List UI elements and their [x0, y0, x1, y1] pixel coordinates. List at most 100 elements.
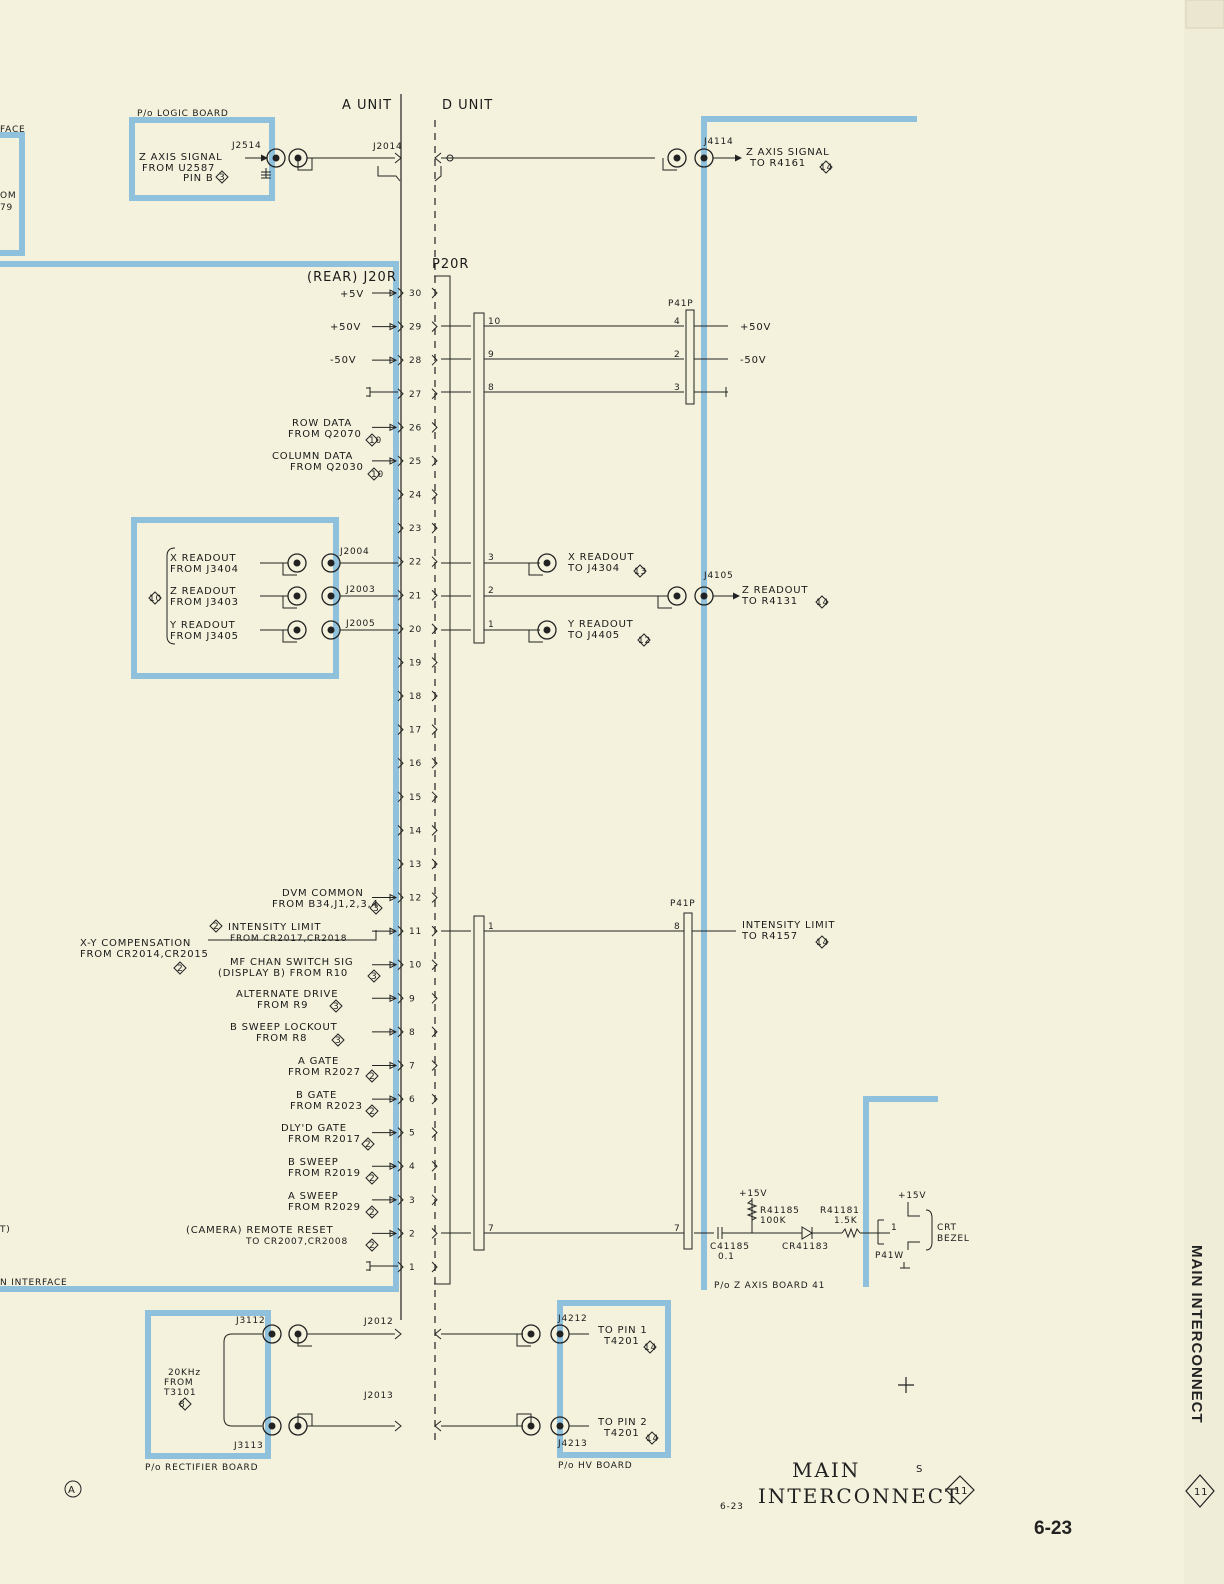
title-main: MAIN	[792, 1458, 860, 1482]
p12-line2: FROM B34,J1,2,3,4	[272, 899, 379, 910]
p5-line2: FROM R2017	[288, 1134, 361, 1145]
p20r-pin-chevron	[431, 287, 438, 299]
left-fragment-3: 79	[0, 203, 13, 213]
p20r-pin-chevron	[431, 1228, 438, 1239]
j20r-pin-chevron	[397, 858, 404, 870]
ref-diamond-icon	[329, 999, 343, 1013]
diagram-ref-number: 11	[954, 1486, 968, 1497]
j20r-pin-chevron	[397, 1060, 404, 1071]
p20r-pin-chevron	[431, 858, 438, 870]
j20r-pin-chevron	[397, 690, 404, 702]
j20r-pin-number: 2	[409, 1229, 416, 1239]
p41p-pin-8: 8	[674, 922, 681, 932]
j2004-label: J2004	[339, 547, 370, 557]
xy-comp-line2: FROM CR2014,CR2015	[80, 949, 209, 960]
j20r-input-wire	[372, 1095, 398, 1103]
p20r-pin-chevron	[431, 455, 438, 467]
p20r-pin-1b: 1	[488, 922, 495, 932]
z-readout-out-line1: Z READOUT	[742, 585, 808, 596]
to-pin1-line2: T4201	[603, 1336, 640, 1347]
j20r-pin-number: 19	[409, 658, 422, 668]
xy-comp-line1: X-Y COMPENSATION	[80, 938, 191, 949]
j20r-pin-number: 10	[409, 961, 422, 971]
j20r-pin-chevron	[397, 489, 404, 500]
to-pin2-ref: 14	[646, 1434, 659, 1444]
p20r-pin-10: 10	[488, 317, 501, 327]
p20r-pin-2: 2	[488, 586, 495, 596]
p4-line1: B SWEEP	[288, 1157, 339, 1168]
j4213-label: J4213	[557, 1439, 588, 1449]
r41181-label: R41181	[820, 1206, 860, 1216]
ref-diamond-number: 10	[369, 436, 382, 446]
p20r-pin-chevron	[431, 388, 438, 400]
j20r-pin-number: 3	[409, 1196, 416, 1206]
p9-line2: FROM R9	[257, 1000, 308, 1011]
p20r-connector-body	[434, 275, 451, 1285]
to-pin1-line1: TO PIN 1	[597, 1325, 648, 1336]
p41p-pin-3: 3	[674, 383, 681, 393]
z-axis-board-label: P/o Z AXIS BOARD 41	[714, 1281, 825, 1291]
rectifier-board-label: P/o RECTIFIER BOARD	[145, 1463, 258, 1473]
y-readout-out-line1: Y READOUT	[567, 619, 634, 630]
j20r-pin-chevron	[397, 623, 404, 635]
freq-line2: FROM	[164, 1378, 193, 1388]
j20r-pin-chevron	[397, 455, 404, 467]
readout-coax-group	[260, 553, 398, 643]
p20r-pin-chevron	[431, 589, 438, 601]
ref-diamond-icon	[365, 1171, 379, 1185]
j20r-pin-number: 9	[409, 994, 416, 1004]
j20r-input-wire	[372, 322, 398, 331]
z-out-ref: 14	[820, 163, 833, 173]
j2003-label: J2003	[345, 585, 376, 595]
p20r-pin-chevron	[431, 925, 438, 937]
int-limit-out-line1: INTENSITY LIMIT	[742, 920, 835, 931]
j20r-pin-chevron	[397, 556, 404, 568]
bezel-label: BEZEL	[937, 1234, 970, 1244]
p20r-pin-chevron	[431, 1093, 438, 1105]
ref-diamond-number: 3	[333, 1002, 340, 1012]
p41p-pin-4: 4	[674, 317, 681, 327]
j20r-pin-number: 1	[409, 1263, 416, 1273]
small-page-ref: 6-23	[720, 1502, 744, 1512]
j3112-label: J3112	[235, 1316, 266, 1326]
j20r-pin-number: 17	[409, 726, 422, 736]
p20r-pin-chevron	[431, 892, 438, 903]
ref-diamond-number: 10	[371, 470, 384, 480]
j20r-input-wire	[372, 1196, 398, 1204]
j4114-label: J4114	[703, 137, 734, 147]
x-readout-in-line2: FROM J3404	[170, 564, 239, 575]
j20r-pin-number: 27	[409, 390, 422, 400]
left-fragment-1: FACE	[0, 125, 26, 135]
p4-line2: FROM R2019	[288, 1168, 361, 1179]
p20r-pin-chevron	[431, 623, 438, 635]
j20r-pin-rows: 3029282726252423222120191817161514131211…	[372, 287, 438, 1273]
ref-diamond-number: 3	[335, 1036, 342, 1046]
p20r-pin-chevron	[431, 690, 438, 702]
p20r-pin-chevron	[431, 757, 438, 769]
p2-line2: TO CR2007,CR2008	[245, 1237, 348, 1247]
j4105-label: J4105	[703, 571, 734, 581]
ref-diamond-number: 2	[365, 1140, 372, 1150]
tick-mark: S	[916, 1464, 923, 1475]
p41p-pin-2: 2	[674, 350, 681, 360]
p20r-pin-3: 3	[488, 553, 495, 563]
right-readouts	[528, 553, 740, 643]
p20r-inner-connectors: 10 9 8 3 2 1 1 7 P41P P41P 4 2 3 8 7	[473, 299, 695, 1251]
j2012-label: J2012	[363, 1317, 394, 1327]
p3-line2: FROM R2029	[288, 1202, 361, 1213]
j20r-input-wire	[372, 356, 398, 364]
j20r-pin-chevron	[397, 1261, 404, 1273]
p20r-pin-chevron	[431, 959, 438, 971]
p12-line1: DVM COMMON	[282, 888, 364, 899]
z-signal-line1: Z AXIS SIGNAL	[139, 152, 223, 163]
j20r-pin-chevron	[397, 1160, 404, 1172]
ref-diamond-number: 2	[213, 922, 220, 932]
p20r-pin-chevron	[431, 522, 438, 534]
p20r-pin-chevron	[431, 489, 438, 500]
top-tab	[1185, 0, 1224, 29]
p6-line1: B GATE	[296, 1090, 337, 1101]
through-wires	[441, 325, 736, 1234]
j20r-pin-number: 22	[409, 558, 422, 568]
j20r-pin-chevron	[397, 757, 404, 769]
j20r-pin-chevron	[397, 589, 404, 601]
